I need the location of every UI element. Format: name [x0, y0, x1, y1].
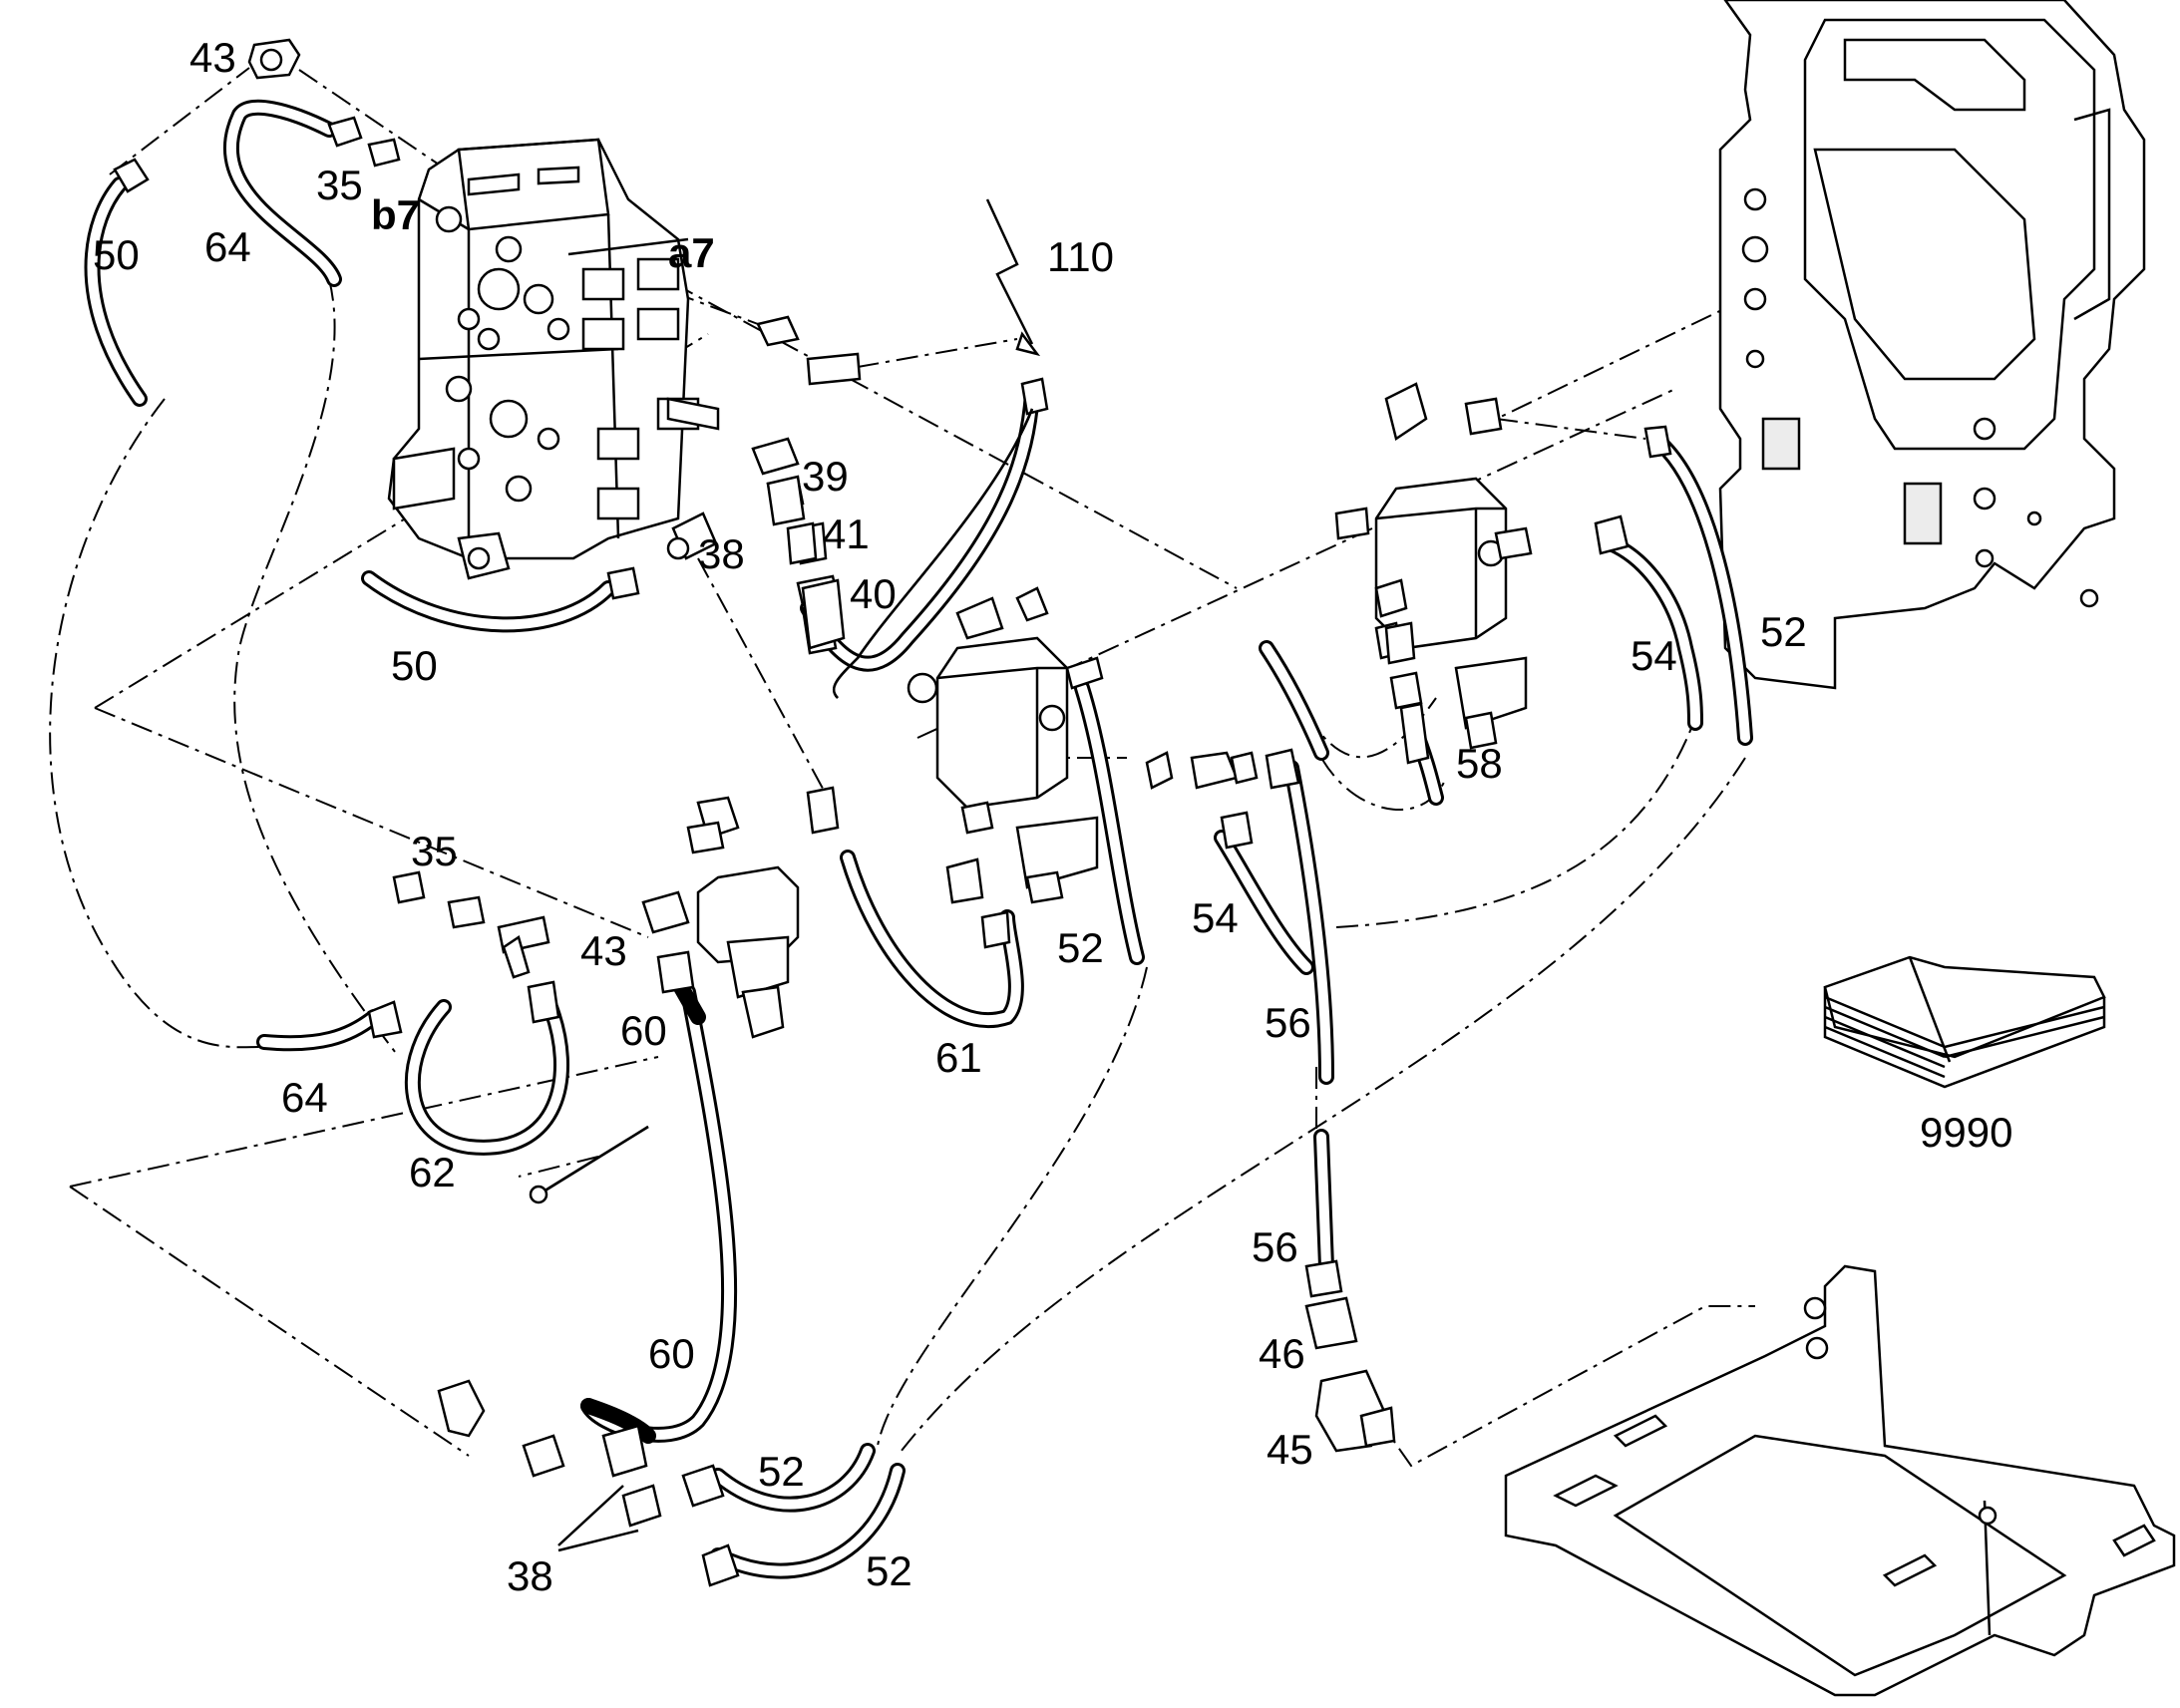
label-38-top: 38 — [698, 530, 745, 577]
label-35-mid: 35 — [411, 828, 458, 874]
label-58: 58 — [1456, 740, 1503, 787]
label-61: 61 — [935, 1034, 982, 1081]
label-64-bottom: 64 — [281, 1074, 328, 1121]
label-46: 46 — [1259, 1330, 1305, 1377]
label-50-mid: 50 — [391, 642, 438, 689]
part-labels: 43 35 b7 a7 50 64 110 39 41 40 38 50 35 … — [93, 34, 2012, 1599]
label-45: 45 — [1267, 1426, 1313, 1473]
label-38-bottom: 38 — [507, 1552, 553, 1599]
label-64-top: 64 — [204, 223, 251, 270]
label-56-bottom: 56 — [1252, 1223, 1298, 1270]
hoses — [84, 99, 1753, 1579]
control-valve-block — [387, 138, 720, 580]
label-40: 40 — [850, 570, 897, 617]
book-icon — [1823, 955, 2106, 1089]
label-43-mid: 43 — [580, 927, 627, 974]
label-39: 39 — [802, 453, 849, 500]
label-52-right: 52 — [1760, 608, 1807, 655]
chassis-frame-lower — [1504, 1264, 2176, 1697]
label-110: 110 — [1047, 233, 1114, 280]
label-54-mid: 54 — [1192, 894, 1239, 941]
label-9990: 9990 — [1920, 1109, 2012, 1156]
label-35-top: 35 — [316, 162, 363, 208]
label-56-mid: 56 — [1265, 999, 1311, 1046]
label-52-mid: 52 — [1057, 924, 1104, 971]
label-60-mid: 60 — [620, 1007, 667, 1054]
label-52-bottom-a: 52 — [758, 1448, 805, 1495]
label-54-right: 54 — [1631, 632, 1677, 679]
label-62: 62 — [409, 1149, 456, 1196]
label-b7: b7 — [371, 191, 420, 238]
chassis-frame-upper — [1718, 0, 2146, 690]
label-50-top: 50 — [93, 231, 140, 278]
label-a7: a7 — [668, 229, 715, 276]
label-60-bottom: 60 — [648, 1330, 695, 1377]
label-52-bottom-b: 52 — [866, 1547, 912, 1594]
fittings — [113, 38, 1672, 1587]
label-41: 41 — [823, 511, 870, 557]
label-43-top: 43 — [189, 34, 236, 81]
